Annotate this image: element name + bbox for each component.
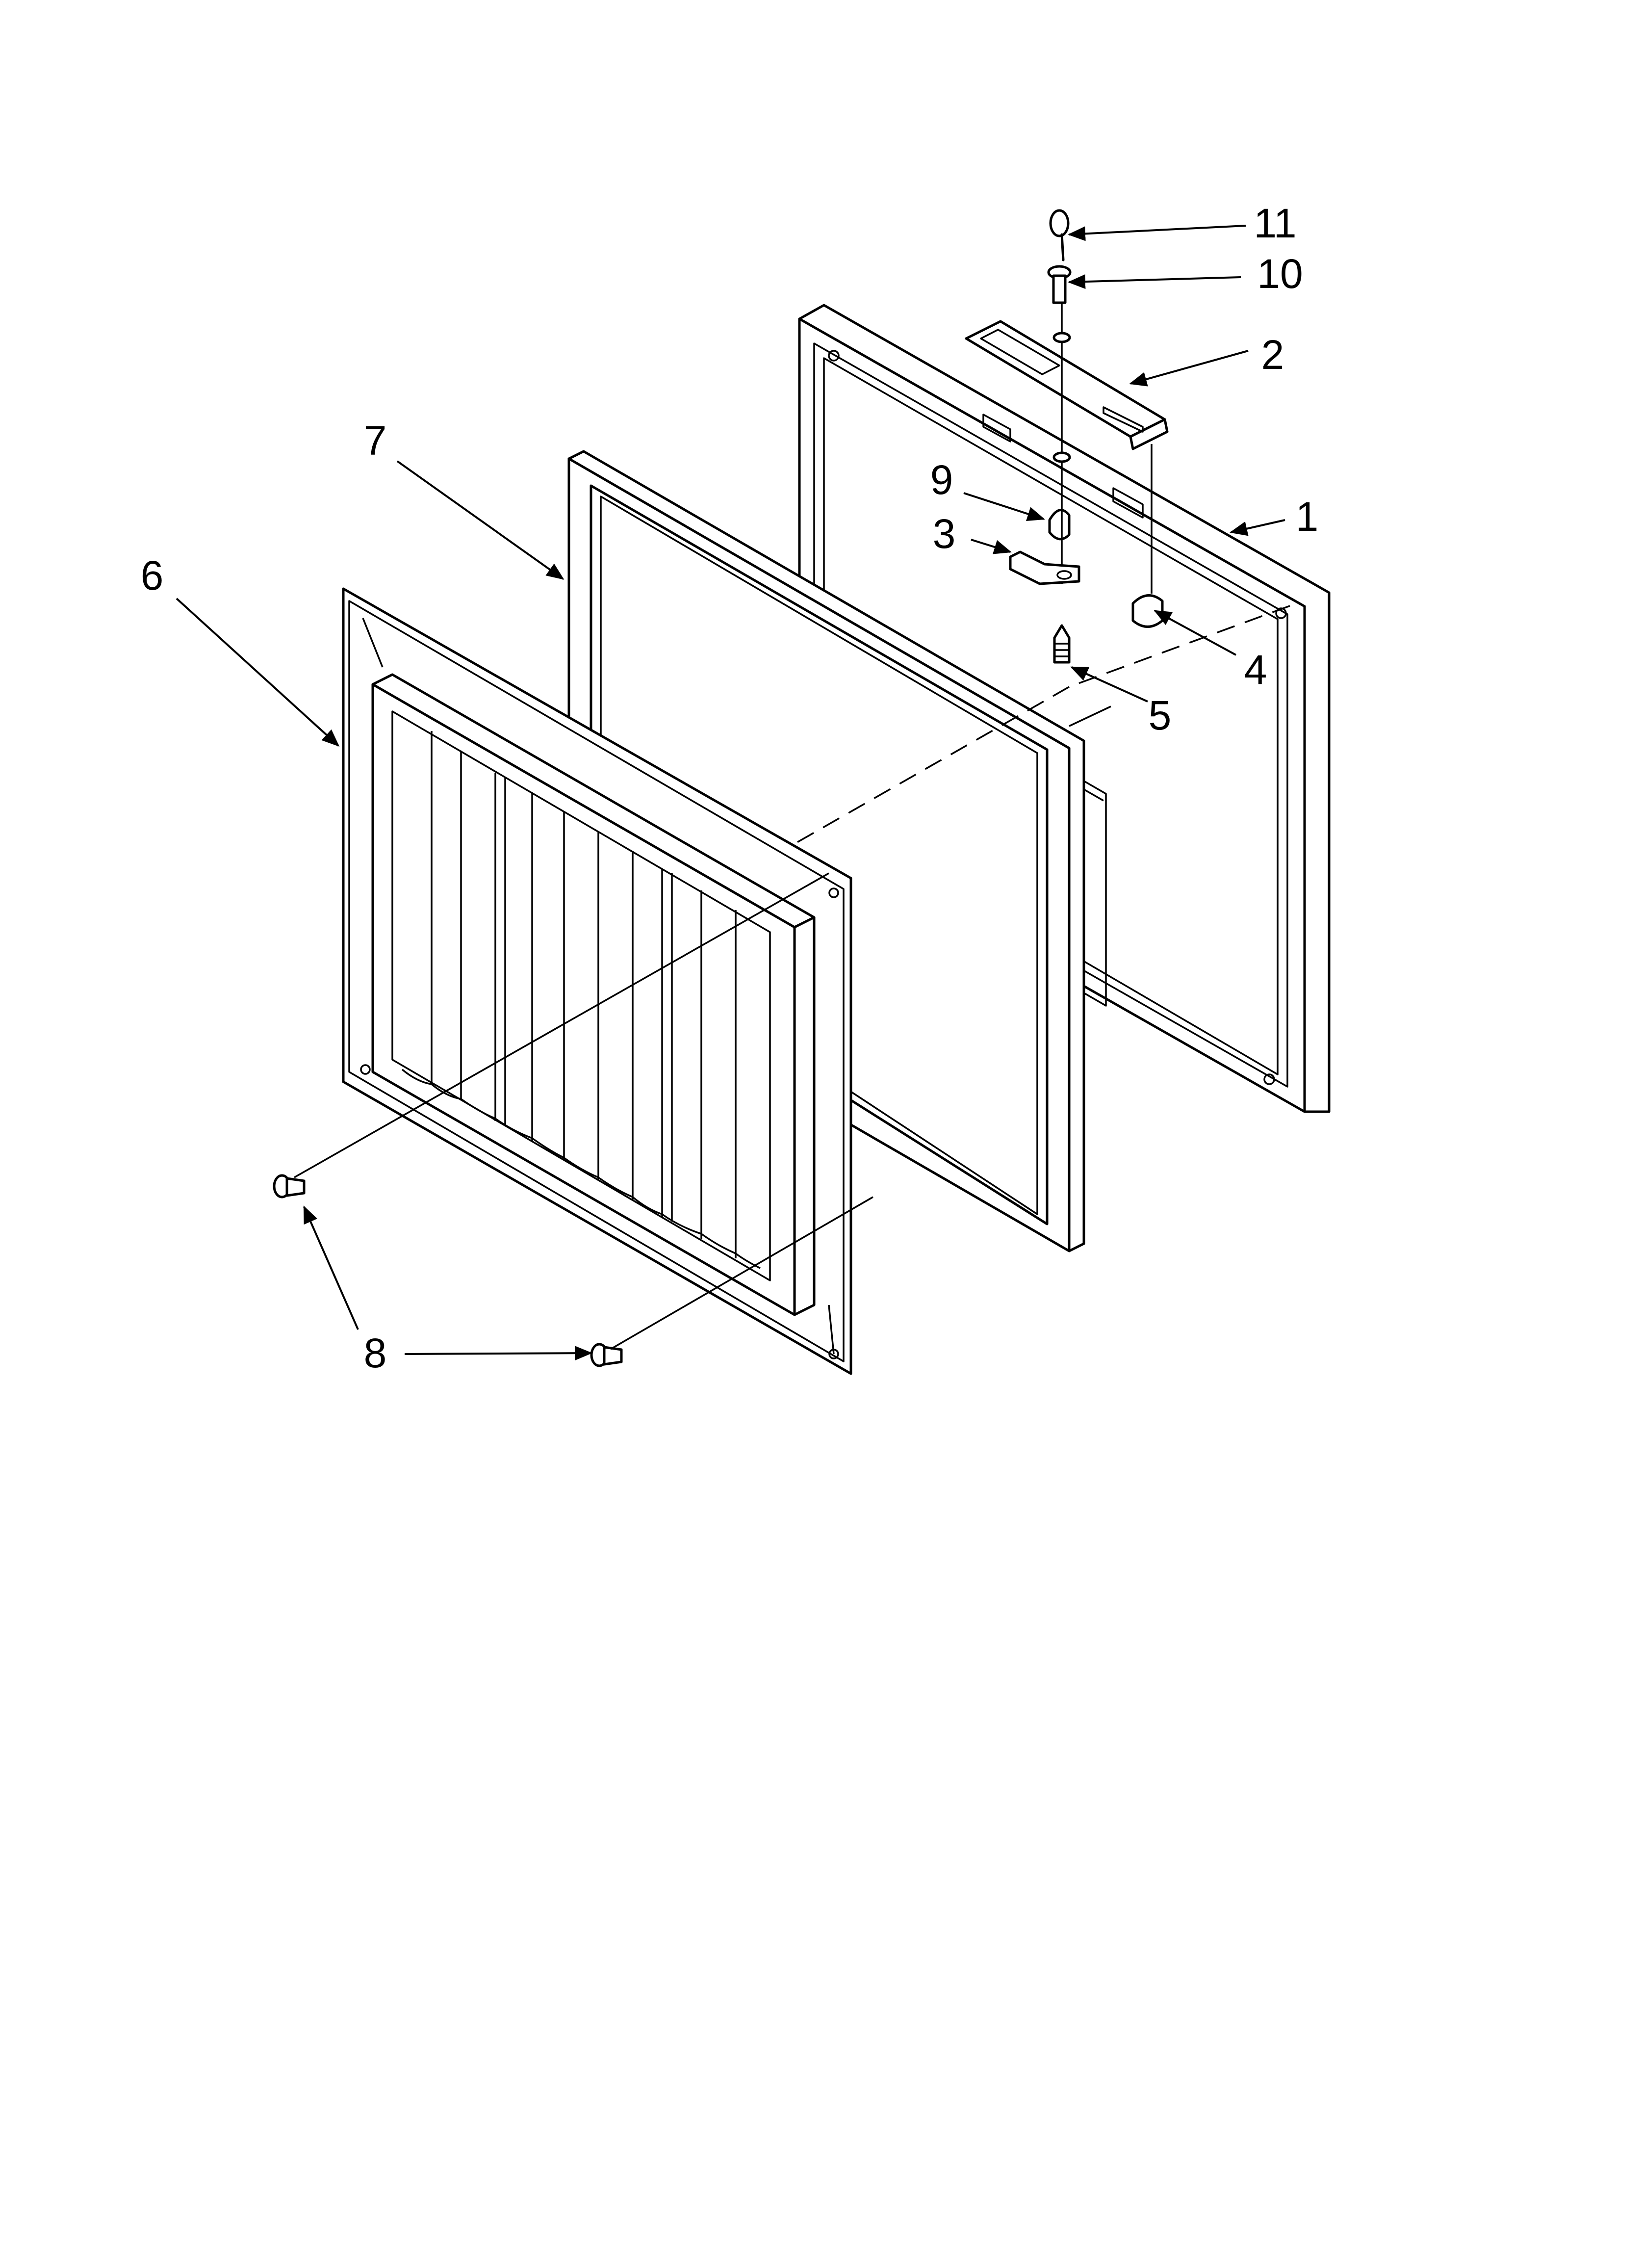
callout-6: 6: [141, 552, 164, 599]
callout-2: 2: [1261, 332, 1284, 378]
callout-leaders: [176, 225, 1285, 1361]
part-8-push-pin-left: [273, 1174, 306, 1199]
callout-3: 3: [933, 511, 956, 557]
callout-1: 1: [1296, 494, 1319, 540]
callout-labels: 11 10 2 1 9 3 4 5 7 6 8: [141, 200, 1319, 1376]
part-3-latch-plate: [1009, 550, 1080, 585]
part-8-push-pin-right: [590, 1343, 623, 1367]
part-11-latch-pin: [1049, 209, 1070, 261]
callout-4: 4: [1244, 647, 1267, 693]
callout-10: 10: [1257, 251, 1303, 297]
bracket-hole-top: [1052, 332, 1071, 343]
handle-bracket: [965, 320, 1169, 450]
callout-8: 8: [364, 1330, 387, 1376]
part-9-clip: [1048, 509, 1071, 541]
callout-9: 9: [930, 457, 953, 503]
callout-7: 7: [364, 417, 387, 464]
part-4-hinge-cap: [1131, 594, 1164, 628]
callout-11: 11: [1254, 200, 1296, 246]
alignment-lines: [294, 605, 1290, 1350]
part-5-screw: [1053, 624, 1071, 664]
part-10-bushing: [1047, 265, 1072, 304]
bracket-hole-bottom: [1052, 451, 1071, 463]
callout-5: 5: [1149, 692, 1172, 738]
part-6-door-liner: [342, 587, 852, 1375]
